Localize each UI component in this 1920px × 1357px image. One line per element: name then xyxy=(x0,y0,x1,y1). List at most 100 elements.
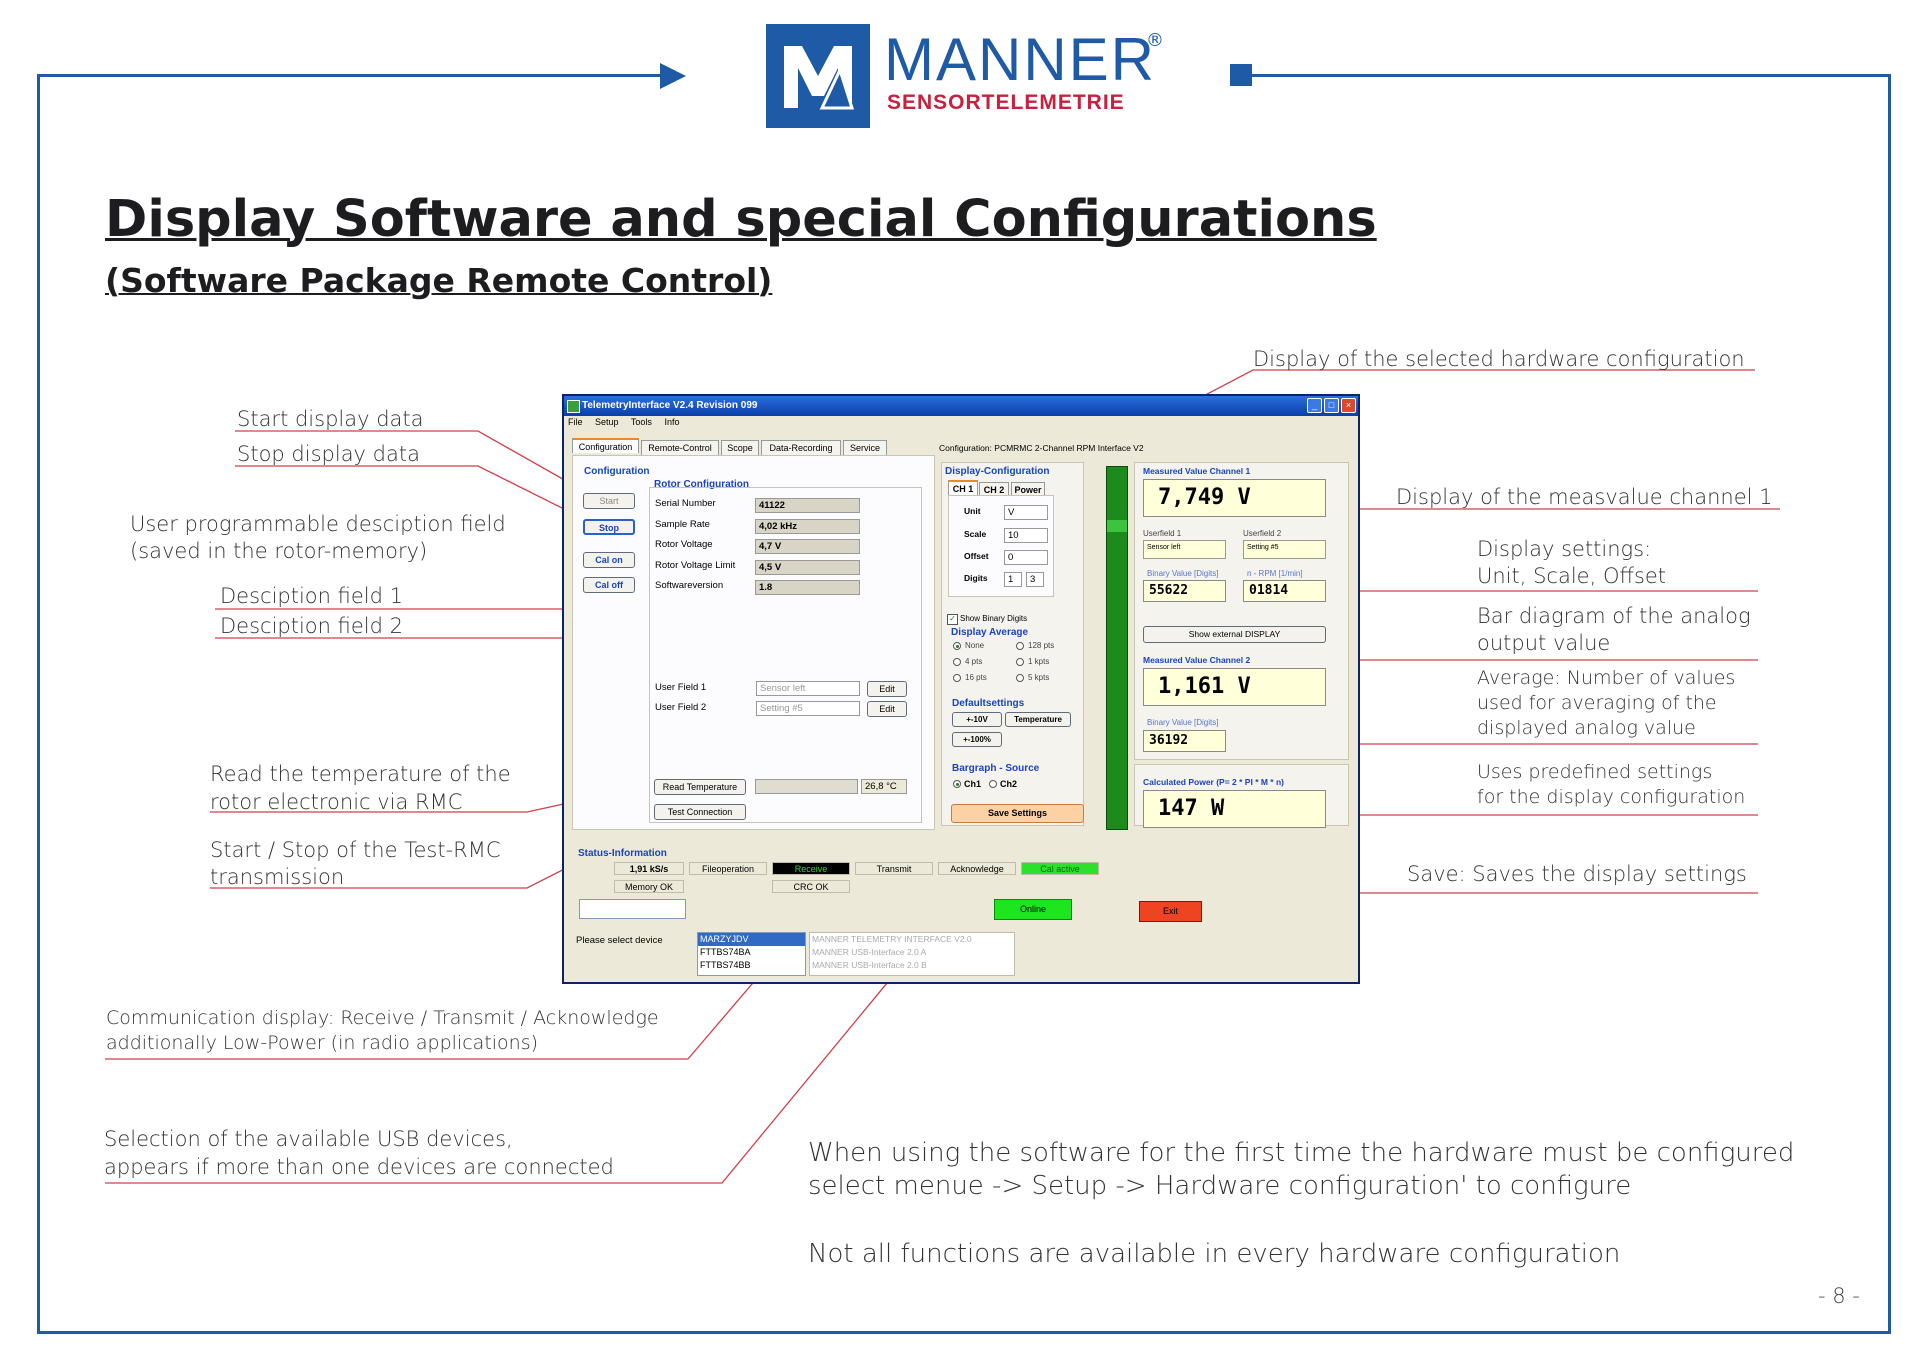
menu-file[interactable]: File xyxy=(568,417,583,427)
device-list[interactable]: MARZYJDV FTTBS74BA FTTBS74BB xyxy=(697,932,806,976)
show-binary-checkbox[interactable]: ✓ xyxy=(947,614,958,625)
minimize-icon[interactable]: _ xyxy=(1307,398,1322,413)
tab-service[interactable]: Service xyxy=(843,440,887,455)
device-item[interactable]: MARZYJDV xyxy=(698,933,805,946)
annot-usb-2: appears if more than one devices are con… xyxy=(104,1155,614,1179)
avg-none-radio[interactable] xyxy=(953,642,961,650)
window-titlebar[interactable]: TelemetryInterface V2.4 Revision 099 xyxy=(564,396,1358,416)
read-temperature-button[interactable]: Read Temperature xyxy=(654,779,746,795)
crc-ok-indicator: CRC OK xyxy=(772,880,850,893)
device-input[interactable] xyxy=(579,899,686,919)
save-settings-button[interactable]: Save Settings xyxy=(951,804,1084,823)
device-description-list: MANNER TELEMETRY INTERFACE V2.0 MANNER U… xyxy=(809,932,1015,976)
receive-indicator: Receive xyxy=(772,862,850,875)
digits-input-b[interactable]: 3 xyxy=(1026,572,1044,587)
app-icon xyxy=(567,400,580,413)
tab-configuration[interactable]: Configuration xyxy=(572,438,639,453)
annot-disp-set-2: Unit, Scale, Offset xyxy=(1477,564,1667,588)
edit-user-field-2-button[interactable]: Edit xyxy=(867,701,907,717)
annot-test-rmc-2: transmission xyxy=(210,865,345,889)
start-button[interactable]: Start xyxy=(583,493,635,509)
frame-top-right xyxy=(1240,74,1891,77)
offset-input[interactable]: 0 xyxy=(1004,550,1048,565)
show-external-display-button[interactable]: Show external DISPLAY xyxy=(1143,626,1326,643)
bargraph-ch2-label: Ch2 xyxy=(1000,779,1018,789)
bargraph-ch2-radio[interactable] xyxy=(989,780,997,788)
cal-off-button[interactable]: Cal off xyxy=(583,577,635,593)
annot-comm-1: Communication display: Receive / Transmi… xyxy=(106,1007,659,1029)
hardware-config-label: Configuration: PCMRMC 2-Channel RPM Inte… xyxy=(939,443,1144,453)
device-description: MANNER TELEMETRY INTERFACE V2.0 xyxy=(812,934,972,944)
power-title: Calculated Power (P= 2 * PI * M * n) xyxy=(1143,777,1284,787)
menu-bar: File Setup Tools Info xyxy=(568,417,689,431)
frame-bottom xyxy=(37,1331,1891,1334)
userfield2-value: Setting #5 xyxy=(1243,540,1326,559)
avg-4-radio[interactable] xyxy=(953,658,961,666)
userfield1-value: Sensor left xyxy=(1143,540,1226,559)
menu-tools[interactable]: Tools xyxy=(630,417,652,427)
annot-usb-1: Selection of the available USB devices, xyxy=(104,1127,513,1151)
edit-user-field-1-button[interactable]: Edit xyxy=(867,681,907,697)
window-title: TelemetryInterface V2.4 Revision 099 xyxy=(582,400,758,411)
tab-scope[interactable]: Scope xyxy=(721,440,759,455)
unit-input[interactable]: V xyxy=(1004,505,1048,520)
tab-power[interactable]: Power xyxy=(1011,482,1045,497)
brand-name: MANNER xyxy=(884,26,1157,93)
tab-data-recording[interactable]: Data-Recording xyxy=(761,440,841,455)
annot-ch1: Display of the measvalue channel 1 xyxy=(1396,485,1773,509)
frame-left xyxy=(37,74,40,1334)
tab-ch2[interactable]: CH 2 xyxy=(979,482,1009,497)
transmit-indicator: Transmit xyxy=(855,862,933,875)
select-device-label: Please select device xyxy=(576,935,663,946)
close-icon[interactable]: × xyxy=(1341,398,1356,413)
scale-input[interactable]: 10 xyxy=(1004,528,1048,543)
cal-on-button[interactable]: Cal on xyxy=(583,552,635,568)
avg-128-radio[interactable] xyxy=(1016,642,1024,650)
exit-button[interactable]: Exit xyxy=(1139,901,1202,922)
default-100-button[interactable]: +-100% xyxy=(952,732,1002,747)
rpm-label: n - RPM [1/min] xyxy=(1247,569,1303,578)
serial-number-value: 41122 xyxy=(755,498,860,513)
bargraph xyxy=(1106,466,1128,830)
avg-5k-radio[interactable] xyxy=(1016,674,1024,682)
menu-info[interactable]: Info xyxy=(664,417,680,427)
device-item[interactable]: FTTBS74BB xyxy=(700,960,751,970)
scale-label: Scale xyxy=(964,529,987,539)
power-value: 147 W xyxy=(1143,790,1326,828)
test-connection-button[interactable]: Test Connection xyxy=(654,804,746,820)
tab-remote-control[interactable]: Remote-Control xyxy=(641,440,719,455)
note-line-1: When using the software for the first ti… xyxy=(808,1138,1795,1168)
frame-top-left xyxy=(37,74,667,77)
note-line-3: Not all functions are available in every… xyxy=(808,1239,1621,1269)
bargraph-ch1-radio[interactable] xyxy=(953,780,961,788)
annot-hw-config: Display of the selected hardware configu… xyxy=(1253,347,1745,371)
defaultsettings-title: Defaultsettings xyxy=(952,698,1025,709)
user-field-2-input[interactable]: Setting #5 xyxy=(756,701,860,716)
tab-ch1[interactable]: CH 1 xyxy=(948,480,978,495)
page-title: Display Software and special Configurati… xyxy=(105,190,1377,249)
bargraph-marker xyxy=(1107,520,1127,532)
page-subtitle: (Software Package Remote Control) xyxy=(105,261,773,300)
ch1-title: Measured Value Channel 1 xyxy=(1143,466,1251,476)
rotor-voltage-limit-value: 4,5 V xyxy=(755,560,860,575)
avg-16-radio[interactable] xyxy=(953,674,961,682)
user-field-1-input[interactable]: Sensor left xyxy=(756,681,860,696)
default-temperature-button[interactable]: Temperature xyxy=(1005,712,1071,727)
stop-button[interactable]: Stop xyxy=(583,519,635,535)
annot-save: Save: Saves the display settings xyxy=(1407,862,1747,886)
binary2-value: 36192 xyxy=(1143,730,1226,752)
digits-input-a[interactable]: 1 xyxy=(1004,572,1022,587)
unit-label: Unit xyxy=(964,506,981,516)
userfield1-label: Userfield 1 xyxy=(1143,529,1182,538)
softwareversion-value: 1.8 xyxy=(755,580,860,595)
rotor-config-title: Rotor Configuration xyxy=(654,479,749,490)
menu-setup[interactable]: Setup xyxy=(595,417,619,427)
maximize-icon[interactable]: □ xyxy=(1324,398,1339,413)
device-item[interactable]: FTTBS74BA xyxy=(700,947,751,957)
binary-value-label: Binary Value [Digits] xyxy=(1147,569,1219,578)
brand-subtitle: SENSORTELEMETRIE xyxy=(887,91,1125,114)
avg-1k-radio[interactable] xyxy=(1016,658,1024,666)
rotor-config-panel xyxy=(649,487,922,823)
default-10v-button[interactable]: +-10V xyxy=(952,712,1002,727)
ch2-value: 1,161 V xyxy=(1143,668,1326,706)
